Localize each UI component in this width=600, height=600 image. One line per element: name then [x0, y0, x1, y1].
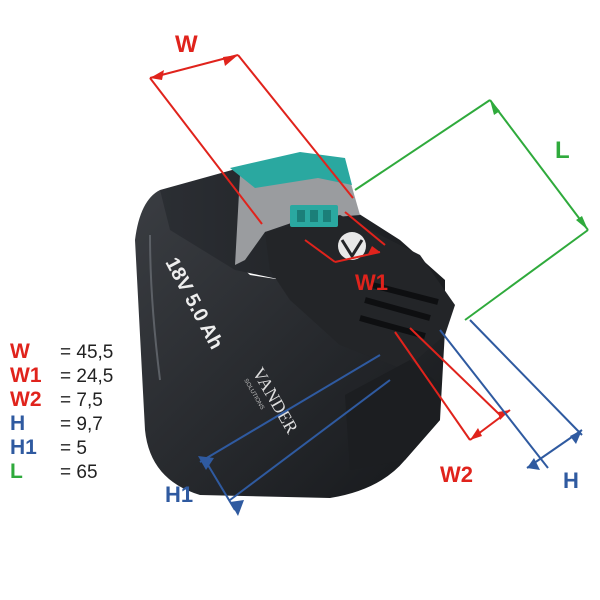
legend-row: W = 45,5	[10, 340, 113, 364]
label-h1: H1	[165, 482, 193, 507]
legend-key: H	[10, 412, 26, 435]
dimension-l	[354, 99, 589, 321]
dimension-h	[439, 319, 583, 470]
connector-slot-1	[297, 210, 305, 222]
legend-value: = 7,5	[60, 390, 103, 411]
dimension-w2	[394, 327, 511, 441]
battery-side-highlight	[149, 234, 161, 381]
legend-row: H = 9,7	[10, 412, 113, 436]
legend-value: = 5	[60, 438, 87, 459]
label-w: W	[175, 31, 198, 58]
legend-key: W	[10, 340, 30, 363]
label-l: L	[555, 137, 570, 164]
battery-pack: 18V 5.0 Ah VANDER SOLUTIONS	[135, 152, 455, 498]
legend-row: L = 65	[10, 460, 113, 484]
battery-front-edge	[345, 360, 440, 470]
dimension-w	[149, 54, 354, 225]
legend-key: W1	[10, 364, 42, 387]
legend-key: W2	[10, 388, 42, 411]
legend-value: = 9,7	[60, 414, 103, 435]
label-h: H	[563, 468, 579, 493]
battery-teal-latch	[230, 152, 352, 188]
label-w1: W1	[355, 270, 388, 295]
legend-value: = 45,5	[60, 342, 114, 363]
legend-row: H1 = 5	[10, 436, 113, 460]
legend-row: W1 = 24,5	[10, 364, 113, 388]
brand-emblem-icon	[338, 232, 366, 260]
legend-key: L	[10, 460, 23, 483]
dimension-w1	[304, 211, 386, 263]
legend-key: H1	[10, 436, 37, 459]
legend-value: = 65	[60, 462, 98, 483]
legend-row: W2 = 7,5	[10, 388, 113, 412]
connector-slot-2	[310, 210, 318, 222]
legend-value: = 24,5	[60, 366, 114, 387]
connector-slot-3	[323, 210, 331, 222]
label-w2: W2	[440, 462, 473, 487]
dimension-h1	[198, 354, 391, 516]
